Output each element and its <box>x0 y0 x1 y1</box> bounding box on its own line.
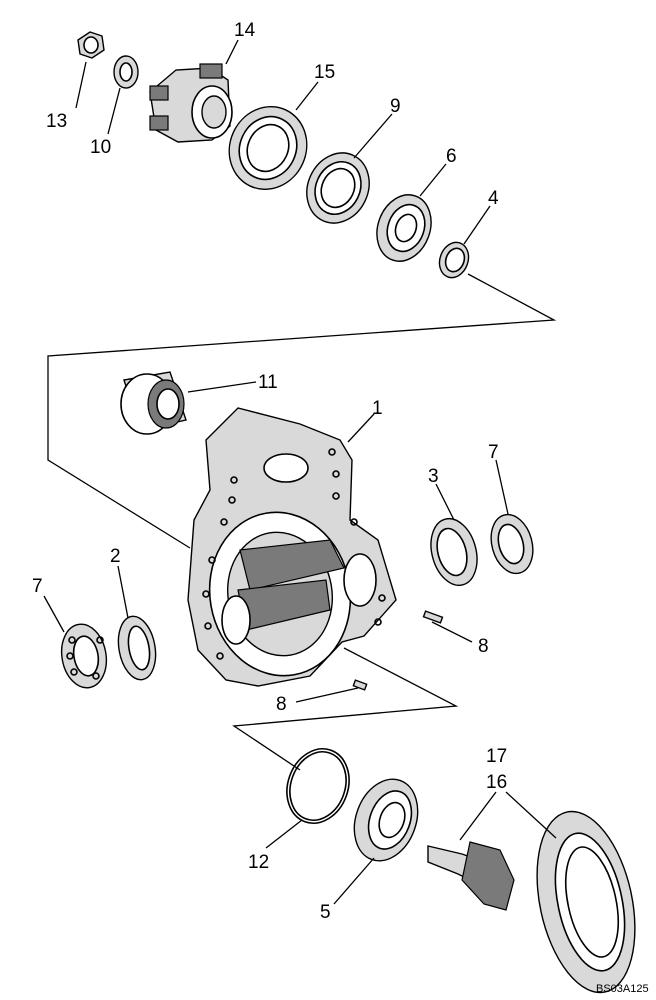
callout-6: 6 <box>446 146 457 167</box>
callout-13: 13 <box>46 111 67 132</box>
part-15-seal <box>228 105 308 191</box>
callout-12: 12 <box>248 852 269 873</box>
part-13-nut <box>77 31 105 59</box>
callout-labels: 13 10 14 15 9 6 4 11 1 3 7 2 7 8 8 17 16… <box>32 20 507 923</box>
part-12-ring <box>286 748 350 824</box>
part-6-bearing <box>376 194 432 262</box>
callout-11: 11 <box>258 372 278 393</box>
part-11-bearing-cup <box>120 371 187 435</box>
assembly-line-bottom <box>232 647 459 771</box>
callout-16: 16 <box>486 772 507 793</box>
reference-code: BS03A125 <box>596 983 649 995</box>
part-3-bearing-cup <box>430 517 478 587</box>
callout-15: 15 <box>314 62 335 83</box>
part-9-seal <box>306 152 370 224</box>
callout-8-right: 8 <box>478 636 489 657</box>
part-4-ring <box>438 241 470 279</box>
part-14-yoke <box>149 63 233 143</box>
callout-7-left: 7 <box>32 576 43 597</box>
part-8-pin-left <box>352 679 368 691</box>
part-16-ring-gear <box>536 810 636 994</box>
callout-10: 10 <box>90 137 111 158</box>
callout-17: 17 <box>486 746 507 767</box>
callout-5: 5 <box>320 902 331 923</box>
part-16-pinion-shaft <box>427 841 515 911</box>
callout-leaders <box>43 39 557 905</box>
part-7-bearing-cone-right <box>490 513 534 575</box>
callout-2: 2 <box>110 546 121 567</box>
callout-9: 9 <box>390 96 401 117</box>
callout-1: 1 <box>372 398 383 419</box>
part-2-bearing-cup <box>117 615 157 681</box>
part-8-pin-right <box>422 610 444 624</box>
callout-4: 4 <box>488 188 499 209</box>
callout-14: 14 <box>234 20 256 41</box>
assembly-line-top <box>47 273 557 549</box>
part-7-bearing-cone-left <box>60 623 108 689</box>
part-5-bearing <box>353 778 419 862</box>
part-10-washer <box>113 55 139 89</box>
callout-7-right: 7 <box>488 442 499 463</box>
callout-3: 3 <box>428 466 439 487</box>
callout-8-left: 8 <box>276 694 287 715</box>
part-1-housing <box>187 407 397 687</box>
